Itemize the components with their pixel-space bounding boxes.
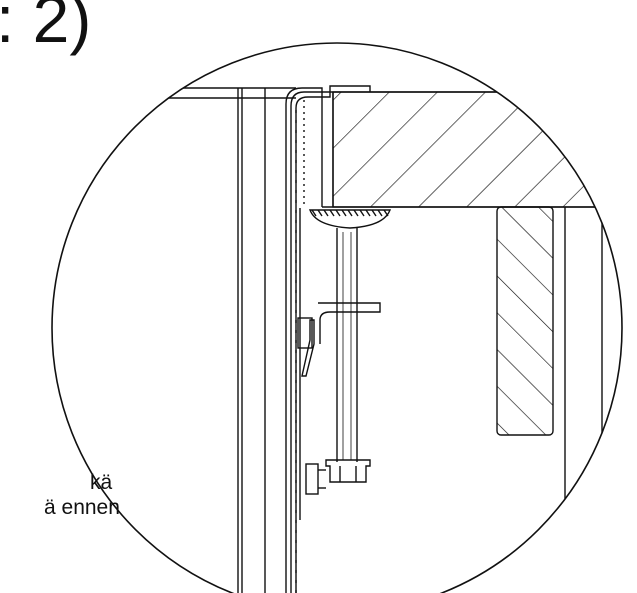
- bottom-nut: [325, 459, 371, 483]
- note-line-2: ä ennen: [44, 496, 120, 519]
- sheet-flange-inner: [295, 92, 331, 593]
- bolt-head-top: [308, 209, 392, 229]
- sheet-flange: [285, 87, 323, 593]
- note-line-1: kä: [90, 471, 113, 494]
- detail-circle: [51, 42, 623, 593]
- bracket-clip: [318, 302, 381, 344]
- detail-scale-label: : 2): [0, 0, 92, 56]
- hatched-top-plate: [332, 91, 622, 208]
- hatched-bar: [496, 206, 554, 436]
